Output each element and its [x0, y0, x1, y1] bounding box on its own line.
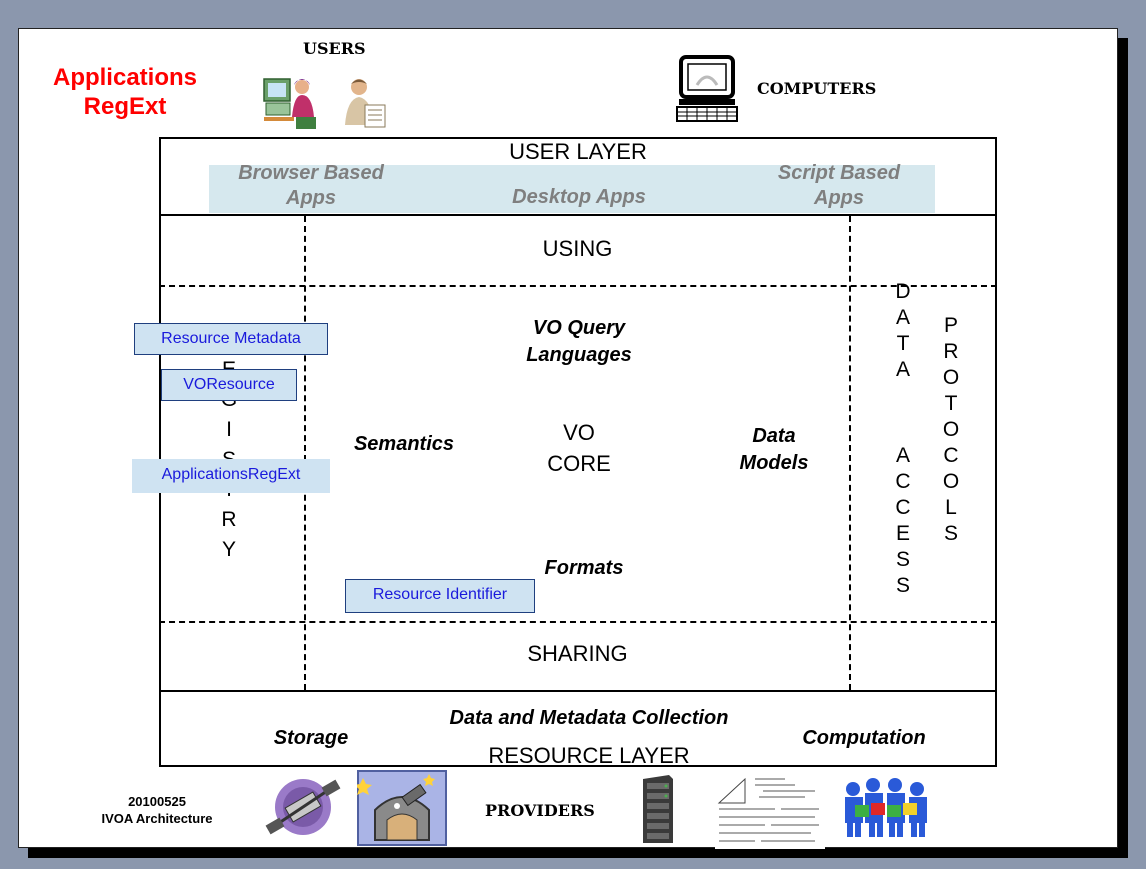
- protocols-vertical-label: P R O T O C O L S: [939, 313, 963, 547]
- data-access-divider: [849, 216, 851, 690]
- protocols-letter: O: [942, 366, 960, 389]
- data-models-line2: Models: [739, 452, 809, 474]
- puzzle-people-icon: [839, 775, 931, 839]
- applications-regext-tag: ApplicationsRegExt: [132, 459, 330, 493]
- using-label: USING: [542, 236, 613, 261]
- protocols-letter: P: [943, 314, 958, 337]
- script-line2: Apps: [814, 187, 864, 209]
- resource-layer-title: RESOURCE LAYER: [488, 743, 690, 768]
- observatory-icon: [357, 770, 447, 846]
- desktop-apps: Desktop Apps: [512, 186, 646, 208]
- data-letter: D: [895, 280, 911, 303]
- registry-divider: [304, 216, 306, 690]
- data-models-line1: Data: [752, 425, 796, 447]
- data-models-label: Data Models: [719, 423, 829, 477]
- browser-line1: Browser Based: [238, 162, 384, 184]
- vo-core-line2: CORE: [547, 451, 611, 476]
- script-line1: Script Based: [777, 162, 901, 184]
- voresource-tag: VOResource: [161, 369, 297, 401]
- computers-label: COMPUTERS: [757, 79, 877, 98]
- resource-identifier-tag: Resource Identifier: [345, 579, 535, 613]
- formats-label: Formats: [544, 557, 624, 579]
- users-label: USERS: [303, 39, 366, 58]
- math-notes-icon: [715, 773, 825, 849]
- sharing-label: SHARING: [527, 641, 628, 666]
- protocols-letter: R: [943, 340, 959, 363]
- script-based-apps: Script Based Apps: [749, 161, 929, 211]
- storage-label: Storage: [273, 727, 349, 749]
- access-letter: C: [895, 470, 911, 493]
- computation-label: Computation: [802, 727, 926, 749]
- sharing-divider: [159, 621, 997, 623]
- protocols-letter: S: [943, 522, 958, 545]
- protocols-letter: O: [942, 470, 960, 493]
- user-layer-divider: [159, 214, 997, 216]
- slide: Applications RegExt USERS: [18, 28, 1118, 849]
- vo-core-label: VO CORE: [519, 417, 639, 479]
- access-letter: A: [895, 444, 910, 467]
- user-computer-icon: [262, 73, 320, 131]
- protocols-letter: L: [945, 496, 957, 519]
- architecture-box: [159, 137, 997, 767]
- resource-layer-divider: [159, 690, 997, 692]
- access-letter: E: [895, 522, 910, 545]
- footer-date-block: 20100525 IVOA Architecture: [77, 793, 237, 827]
- registry-letter: I: [226, 418, 232, 441]
- query-line2: Languages: [526, 344, 632, 366]
- data-vertical-label: D A T A: [891, 279, 915, 383]
- server-icon: [639, 773, 675, 845]
- data-metadata-collection: Data and Metadata Collection: [449, 707, 729, 729]
- protocols-letter: O: [942, 418, 960, 441]
- footer-doc: IVOA Architecture: [101, 811, 213, 826]
- query-line1: VO Query: [532, 317, 626, 339]
- providers-label: PROVIDERS: [485, 801, 595, 820]
- semantics-label: Semantics: [353, 433, 455, 455]
- using-divider: [159, 285, 997, 287]
- applications-regext-title: Applications RegExt: [45, 63, 205, 121]
- computer-icon: [675, 55, 739, 125]
- access-letter: S: [895, 548, 910, 571]
- protocols-letter: C: [943, 444, 959, 467]
- data-letter: T: [896, 332, 910, 355]
- footer-date: 20100525: [128, 794, 186, 809]
- user-layer-title: USER LAYER: [509, 139, 647, 164]
- registry-letter: Y: [221, 538, 236, 561]
- vo-query-languages: VO Query Languages: [479, 315, 679, 369]
- data-letter: A: [895, 358, 910, 381]
- resource-metadata-tag: Resource Metadata: [134, 323, 328, 355]
- access-vertical-label: A C C E S S: [891, 443, 915, 599]
- satellite-icon: [263, 777, 343, 839]
- access-letter: S: [895, 574, 910, 597]
- registry-vertical-label: R E G I S T R Y: [215, 325, 243, 565]
- browser-based-apps: Browser Based Apps: [211, 161, 411, 211]
- data-letter: A: [895, 306, 910, 329]
- app-title-line1: Applications: [52, 64, 197, 91]
- app-title-line2: RegExt: [83, 93, 167, 120]
- user-apps-band: [209, 165, 935, 213]
- access-letter: C: [895, 496, 911, 519]
- vo-core-line1: VO: [563, 420, 595, 445]
- reading-person-icon: [337, 75, 389, 131]
- registry-letter: R: [221, 508, 237, 531]
- browser-line2: Apps: [286, 187, 336, 209]
- protocols-letter: T: [944, 392, 958, 415]
